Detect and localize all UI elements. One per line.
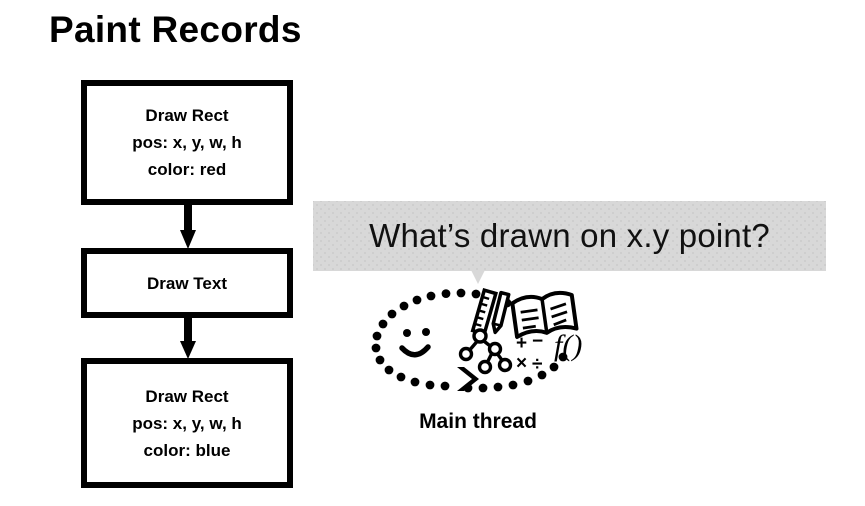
svg-text:+: + [516,333,527,354]
record-line-title: Draw Rect [145,106,229,125]
function-notation-icon: f() [554,329,582,362]
main-thread-label: Main thread [419,410,537,433]
page-title: Paint Records [49,9,302,50]
smiley-face-icon [399,328,431,358]
speech-bubble-text: What’s drawn on x.y point? [369,217,770,254]
node-tree-icon [458,328,513,375]
dotted-loop-arrow-icon [371,288,568,393]
open-book-icon [510,290,579,339]
svg-text:÷: ÷ [532,354,542,375]
svg-text:f(): f() [554,329,582,362]
speech-bubble: What’s drawn on x.y point? [313,201,826,271]
paint-record-box-draw-rect-blue: Draw Rect pos: x, y, w, h color: blue [81,358,293,488]
record-line-title: Draw Text [147,273,227,293]
record-line-pos: pos: x, y, w, h [132,133,242,152]
svg-text:×: × [516,353,527,374]
record-line-title: Draw Rect [145,386,229,406]
paint-record-box-draw-rect-red: Draw Rect pos: x, y, w, h color: red [81,80,293,205]
flow-arrow-down-icon [180,204,196,249]
speech-bubble-tail [471,270,485,284]
flow-arrow-down-icon [180,317,196,359]
record-line-pos: pos: x, y, w, h [132,413,242,433]
main-thread-illustration: + − × ÷ f() [358,285,598,400]
paint-record-box-draw-text: Draw Text [81,248,293,318]
svg-text:−: − [532,331,543,352]
pencil-icon [491,290,511,335]
math-symbols-icon: + − × ÷ [516,331,543,375]
record-line-color: color: blue [143,440,231,460]
record-line-color: color: red [147,160,227,179]
